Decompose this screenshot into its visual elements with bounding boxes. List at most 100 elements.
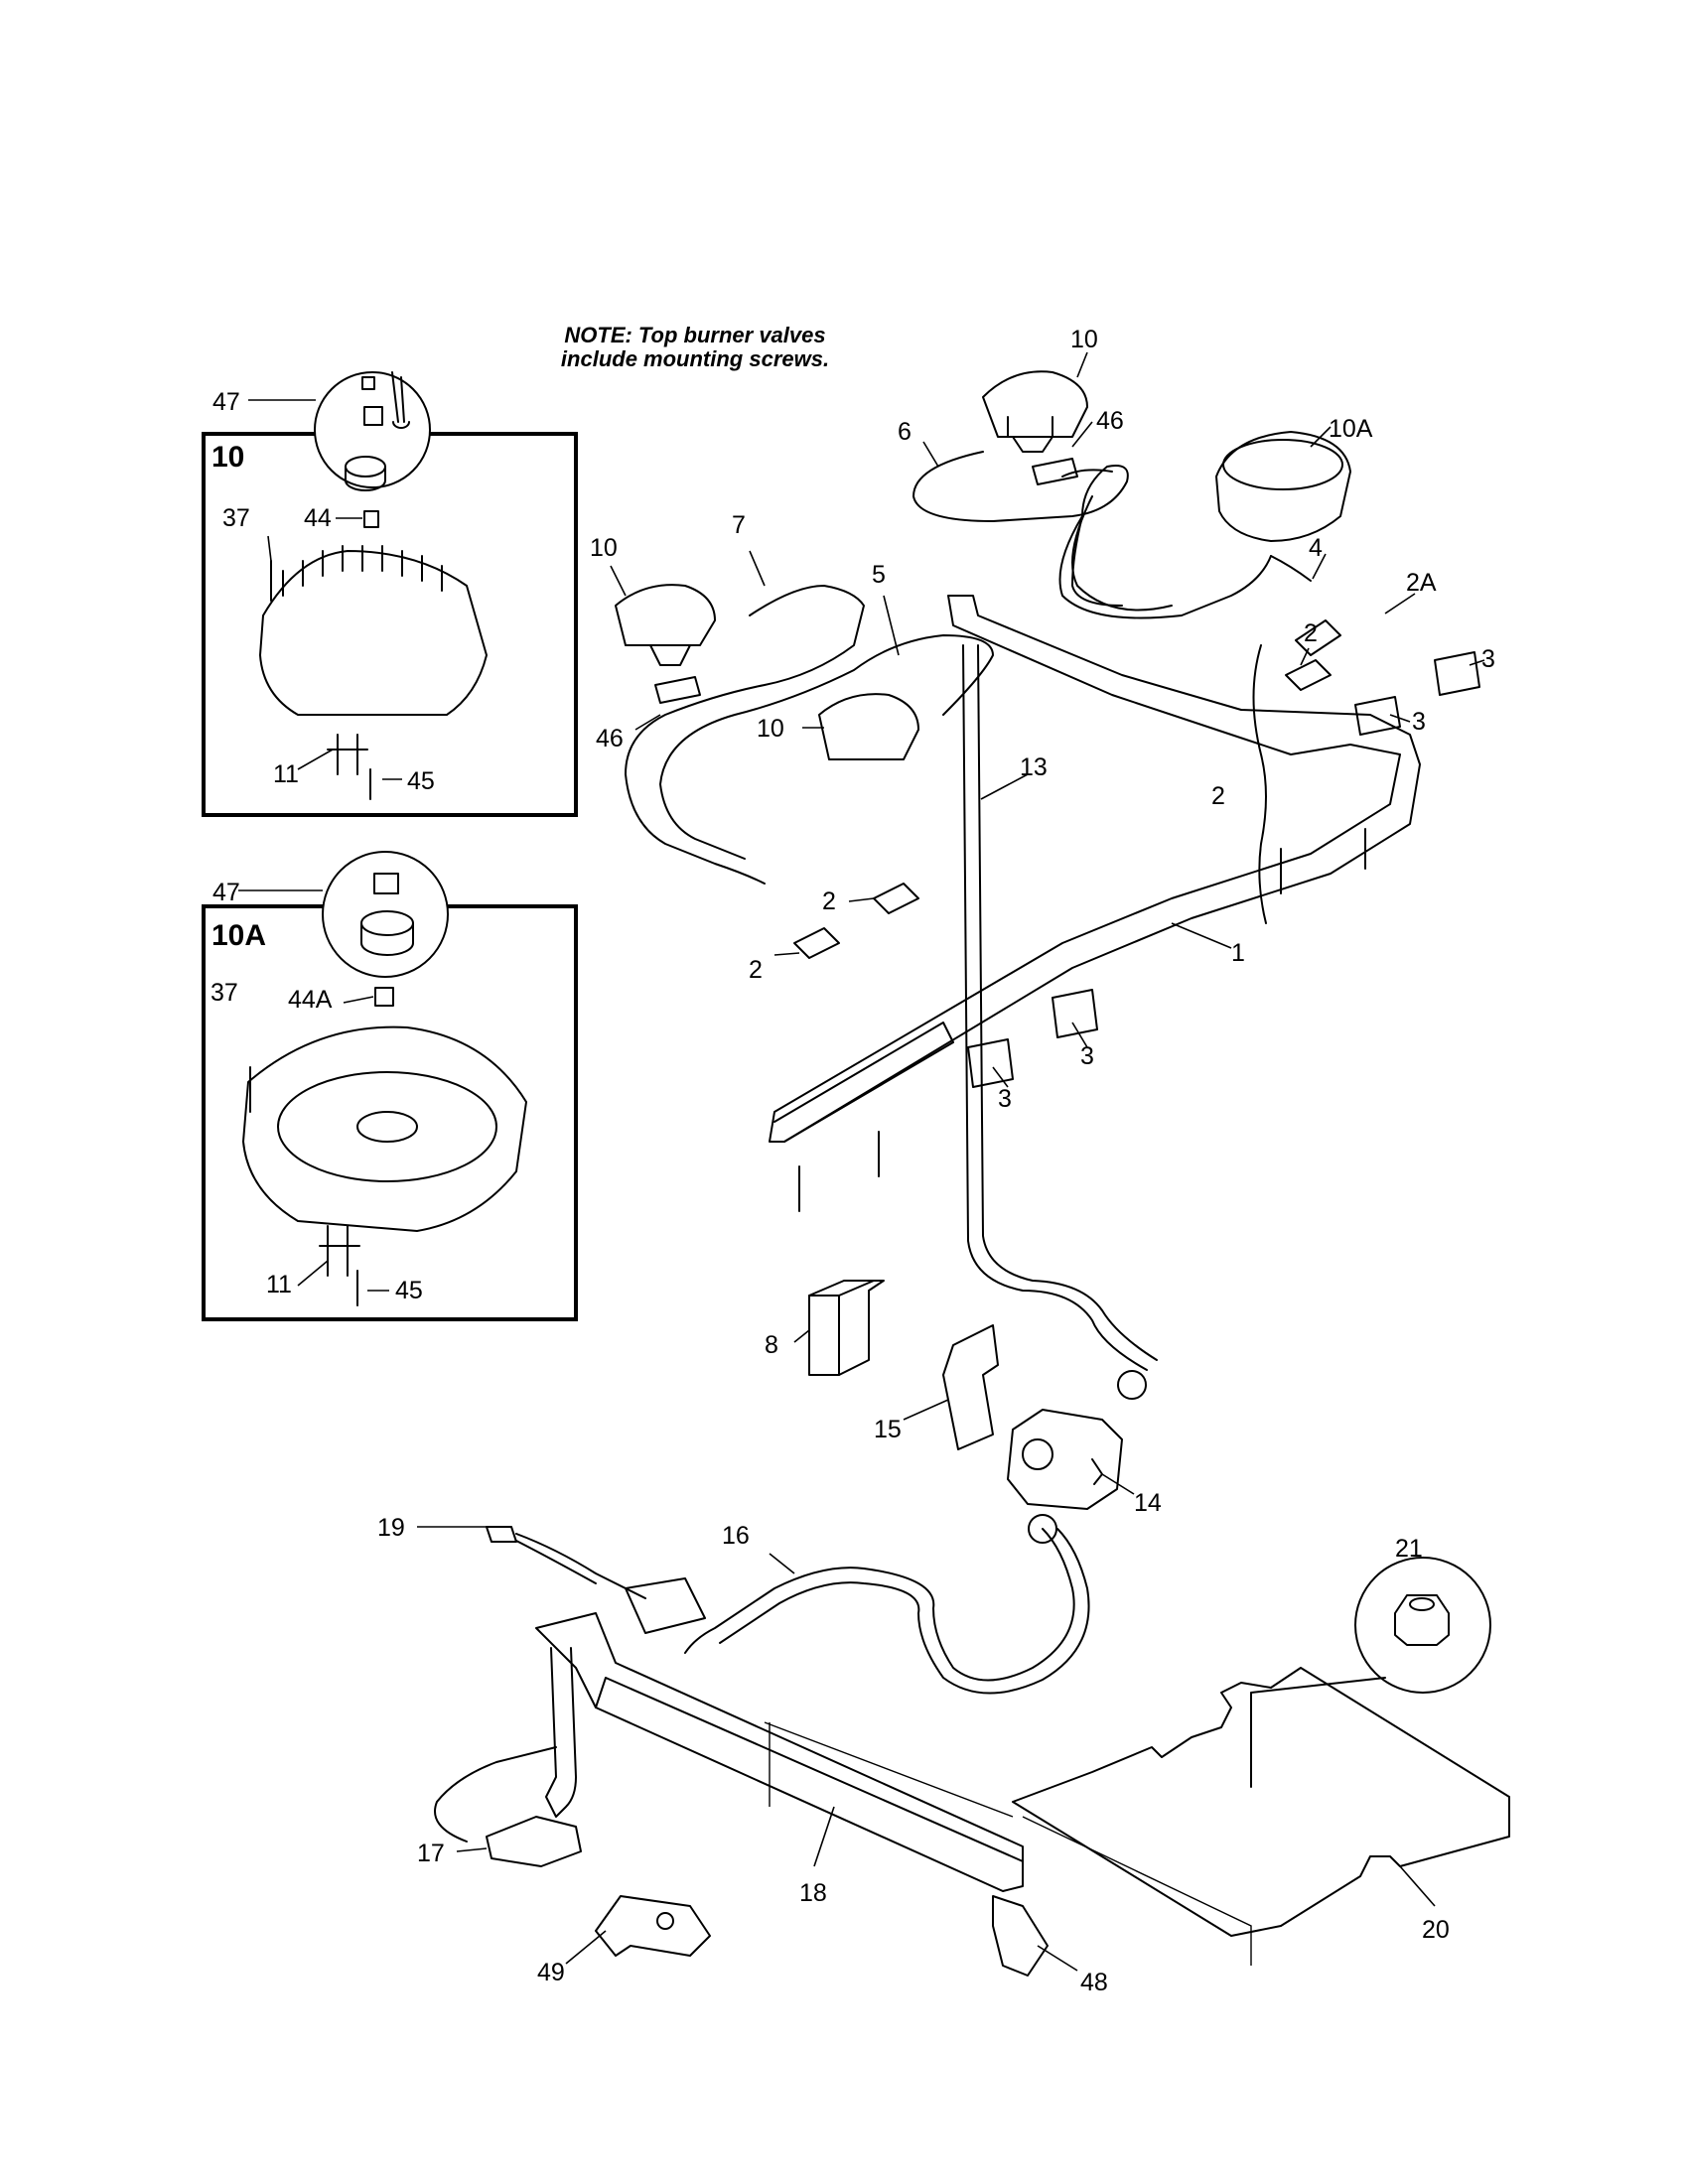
leader-3a — [1469, 659, 1485, 666]
leader-8 — [793, 1329, 810, 1343]
leader-13 — [980, 773, 1029, 800]
tube-6 — [912, 451, 1129, 607]
mounting-screws — [798, 828, 1366, 1212]
note-line-2: include mounting screws. — [560, 346, 830, 371]
tube-4 — [1270, 555, 1312, 582]
callout-2A: 2A — [1406, 569, 1437, 597]
burner-base-10A — [242, 1025, 527, 1232]
orifice-44 — [363, 510, 379, 528]
tube-13 — [962, 644, 1148, 1371]
tube-5 — [659, 634, 994, 860]
callout-4: 4 — [1309, 534, 1323, 562]
callout-21: 21 — [1395, 1535, 1423, 1563]
magnifier-circle-47b — [322, 851, 449, 978]
callout-3d: 3 — [998, 1085, 1012, 1113]
nut-21-hole — [1409, 1597, 1435, 1611]
leader-44A — [343, 996, 374, 1004]
screw-detail — [361, 376, 375, 390]
callout-49: 49 — [537, 1959, 565, 1986]
callout-19: 19 — [377, 1514, 405, 1542]
leader-15 — [903, 1399, 949, 1421]
tube-6-loop — [1061, 469, 1113, 478]
tube-bundle-top-2 — [1071, 495, 1173, 612]
leader-46top — [1071, 421, 1093, 448]
bracket-49-hole — [656, 1912, 674, 1930]
burner-10A-top-rim — [1222, 439, 1343, 490]
orifice-44A — [374, 987, 394, 1007]
burner-bowl-10A — [277, 1071, 497, 1182]
electrode-10 — [327, 734, 368, 775]
callout-10-top: 10 — [1070, 326, 1098, 353]
leader-7 — [749, 550, 766, 587]
valve-body — [625, 1577, 706, 1634]
callout-45: 45 — [407, 767, 435, 795]
burner-10-mid — [818, 693, 919, 760]
burner-18-edge — [595, 1677, 1024, 1862]
callout-20: 20 — [1422, 1916, 1450, 1944]
burner-center-10A — [356, 1111, 418, 1143]
callout-15: 15 — [874, 1416, 902, 1443]
leader-2a — [1300, 647, 1310, 666]
magnifier-circle-47 — [314, 371, 431, 488]
connector-19 — [486, 1526, 517, 1543]
callout-1: 1 — [1231, 939, 1245, 967]
inset-frame-10 — [202, 432, 578, 817]
nut-21 — [1394, 1594, 1450, 1646]
regulator-port — [1022, 1438, 1053, 1470]
burner-10-left-base — [649, 644, 691, 666]
tube-bundle-top — [1058, 515, 1272, 619]
leader-37a — [267, 535, 272, 562]
tfitting-2-upper — [1285, 659, 1332, 691]
burner-tube-vertical — [545, 1647, 577, 1818]
ring-body-10A — [360, 922, 414, 956]
manifold-rail — [773, 1022, 954, 1143]
burner-10A-top — [1215, 431, 1351, 542]
leader-17 — [456, 1847, 488, 1852]
leader-2A — [1384, 593, 1416, 614]
note: NOTE: Top burner valves include mounting… — [496, 324, 894, 371]
callout-2b: 2 — [822, 887, 836, 915]
callout-3b: 3 — [1412, 708, 1426, 736]
inset-burner-10: 10 47 37 44 11 45 — [202, 371, 578, 817]
inset-title-10: 10 — [211, 441, 244, 474]
callout-11: 11 — [273, 760, 299, 788]
regulator-knob — [1091, 1458, 1103, 1485]
block-8-edges — [808, 1280, 875, 1376]
regulator-14 — [1007, 1409, 1123, 1510]
bracket-48 — [992, 1895, 1049, 1977]
callout-8: 8 — [765, 1331, 778, 1359]
callout-6: 6 — [898, 418, 912, 446]
leader-14 — [1101, 1473, 1135, 1495]
tfitting-2A — [1295, 619, 1341, 656]
leader-5 — [883, 595, 900, 656]
wire-2-side — [1252, 644, 1267, 924]
clip-detail — [391, 371, 410, 429]
callout-2c: 2 — [749, 956, 763, 984]
leader-3b — [1389, 714, 1411, 723]
tube-16-b — [719, 1528, 1090, 1695]
clip-46-top — [1032, 458, 1078, 485]
top-burner-assembly: 10 6 46 10A 4 2A 3 3 2 2 7 10 5 46 10 13… — [590, 326, 1495, 1371]
tube-13-b — [977, 644, 1158, 1361]
callout-46-left: 46 — [596, 725, 624, 752]
callout-46-top: 46 — [1096, 407, 1124, 435]
leader-11b — [297, 1260, 329, 1287]
callout-10-mid: 10 — [757, 715, 784, 743]
leader-49 — [565, 1930, 607, 1965]
bracket-3b — [1354, 696, 1401, 736]
leader-18 — [813, 1806, 835, 1867]
callout-47b: 47 — [212, 879, 240, 906]
shield-20 — [1012, 1667, 1510, 1937]
leader-10A — [1310, 426, 1332, 448]
construction-lines — [764, 1721, 1252, 1966]
tube-16 — [684, 1528, 1075, 1682]
ring-body — [345, 466, 386, 491]
tfitting-2-mid — [873, 883, 919, 914]
callout-3a: 3 — [1481, 645, 1495, 673]
block-8 — [808, 1280, 885, 1376]
bracket-3a — [1434, 651, 1480, 696]
magnifier-circle-21 — [1354, 1557, 1491, 1694]
bracket-49 — [595, 1895, 711, 1957]
leader-2c — [773, 952, 800, 956]
